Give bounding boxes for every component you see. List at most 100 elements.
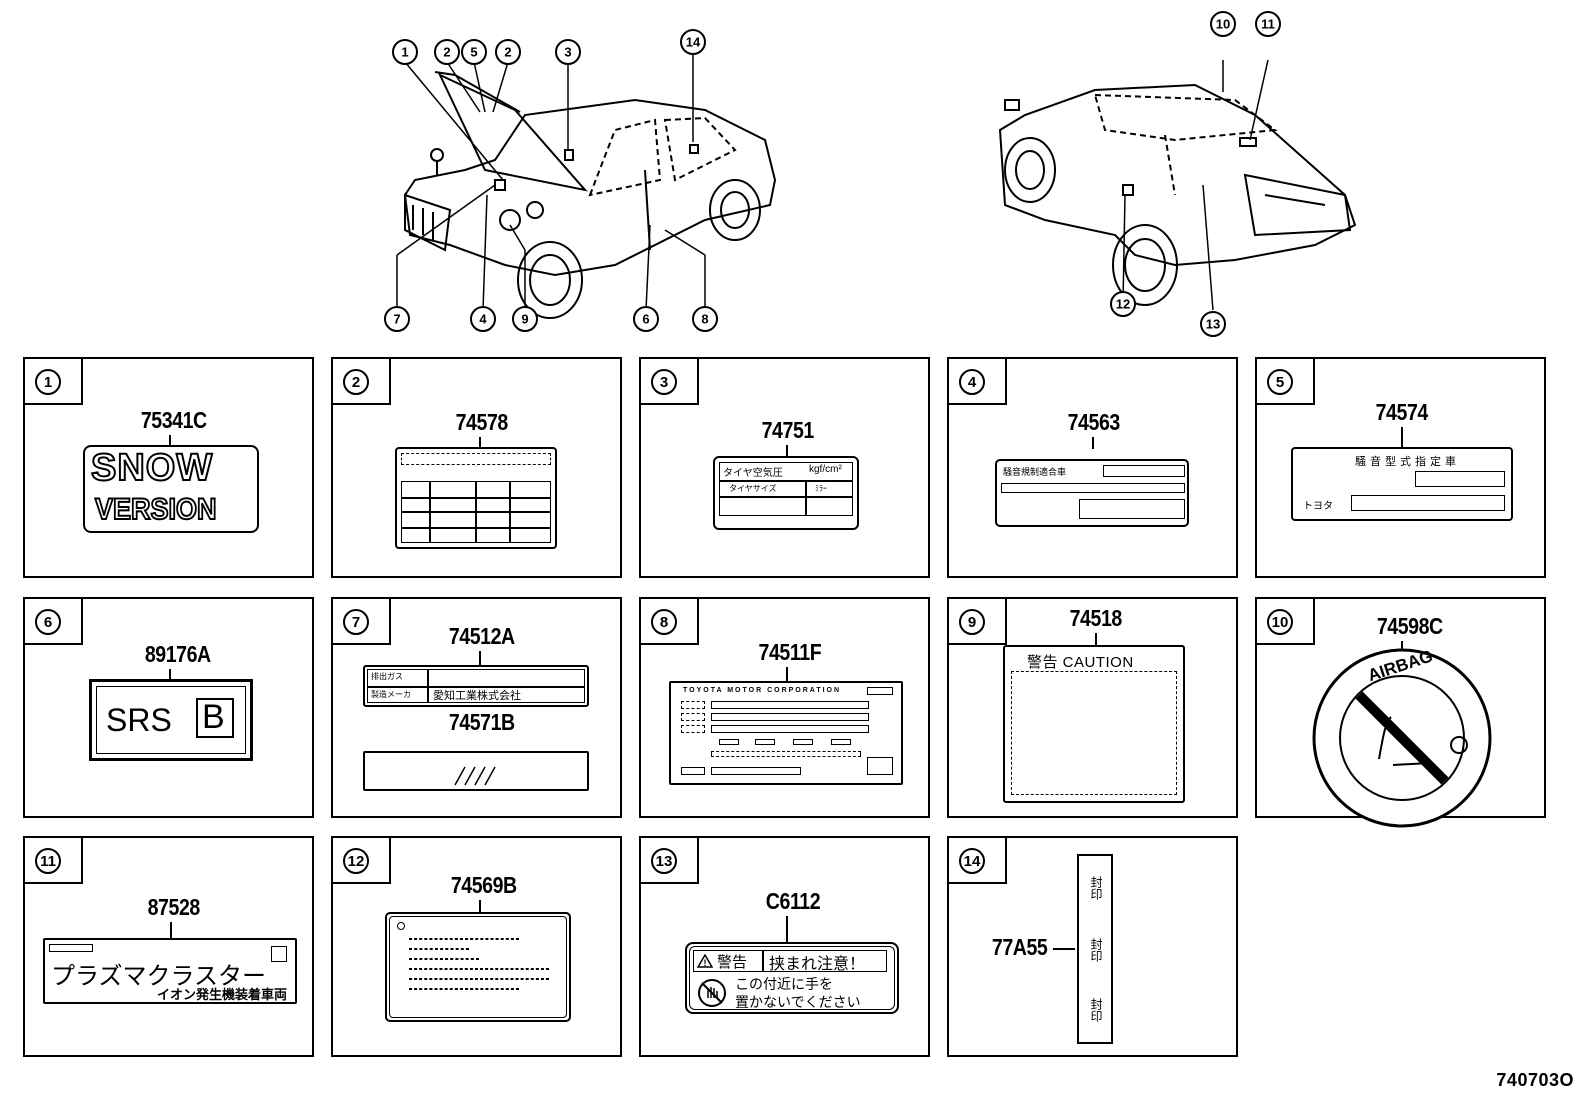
label-text: イオン発生機装着車両	[157, 987, 288, 1002]
label-text: ﾐﾗｰ	[815, 484, 827, 493]
part-code: 74512A	[448, 623, 515, 649]
callout-3: 3	[564, 45, 571, 60]
label-text: タイヤサイズ	[729, 484, 777, 493]
label-text: 製造メーカ	[371, 690, 411, 699]
label-text: トヨタ	[1303, 501, 1333, 512]
blank-label	[363, 751, 589, 791]
label-text: 騒音規制適合車	[1003, 467, 1067, 477]
part-code: 74598C	[1376, 613, 1443, 639]
label-text: B	[202, 698, 225, 736]
callout-10: 10	[1216, 17, 1230, 32]
part-code-b: 74571B	[448, 709, 515, 735]
panel-12: 12 74569B	[331, 836, 622, 1057]
panel-number: 6	[35, 609, 61, 635]
label-text: プラズマクラスター	[51, 963, 267, 990]
noise-regulation-label: 騒音規制適合車	[995, 459, 1189, 527]
car-front-illustration	[396, 52, 777, 319]
panel-6: 6 89176A SRS B	[23, 597, 314, 818]
part-code: 75341C	[140, 407, 207, 433]
callout-7: 7	[393, 312, 400, 327]
label-text: 封印	[1089, 876, 1103, 900]
panel-number: 13	[651, 848, 677, 874]
panel-3: 3 74751 タイヤ空気圧 kgf/cm² タイヤサイズ ﾐﾗｰ	[639, 357, 930, 578]
table-label	[395, 447, 557, 549]
panel-number: 5	[1267, 369, 1293, 395]
catalog-code: 740703O	[1496, 1070, 1574, 1090]
label-text: VERSION	[94, 492, 217, 527]
label-text: TOYOTA MOTOR CORPORATION	[683, 687, 842, 694]
no-hand-icon	[698, 979, 726, 1007]
panel-11: 11 87528 プラズマクラスター イオン発生機装着車両	[23, 836, 314, 1057]
panel-1: 1 75341C SNOW VERSION	[23, 357, 314, 578]
panel-14: 14 77A55 封印 封印 封印	[947, 836, 1238, 1057]
panel-13: 13 C6112 ! 警告 挟まれ注意！ この付近に手を 置かないでください	[639, 836, 930, 1057]
panel-number: 2	[343, 369, 369, 395]
label-text: 置かないでください	[735, 994, 861, 1010]
vin-plate-label: TOYOTA MOTOR CORPORATION	[669, 681, 903, 785]
callout-14: 14	[686, 35, 701, 50]
label-text: 封印	[1089, 998, 1103, 1022]
panel-number: 7	[343, 609, 369, 635]
caution-label: 警告 CAUTION	[1003, 645, 1185, 803]
airbag-warning-label: AIRBAG	[1312, 647, 1492, 828]
pinch-warning-label: ! 警告 挟まれ注意！ この付近に手を 置かないでください	[685, 942, 899, 1014]
panel-7: 7 74512A 排出ガス 製造メーカ 愛知工業株式会社 74571B	[331, 597, 622, 818]
snow-version-label: SNOW VERSION	[83, 445, 259, 533]
tire-pressure-label: タイヤ空気圧 kgf/cm² タイヤサイズ ﾐﾗｰ	[713, 456, 859, 530]
panel-number: 1	[35, 369, 61, 395]
callout-11: 11	[1261, 17, 1275, 32]
label-text: SRS	[106, 702, 172, 738]
hatch-icon	[454, 766, 496, 786]
noise-type-label: 騒音型式指定車 トヨタ	[1291, 447, 1513, 521]
label-text: 愛知工業株式会社	[433, 690, 521, 702]
panel-number: 8	[651, 609, 677, 635]
panel-10: 10 74598C AIRBAG	[1255, 597, 1546, 828]
panel-5: 5 74574 騒音型式指定車 トヨタ	[1255, 357, 1546, 578]
srs-label: SRS B	[89, 679, 253, 761]
panel-number: 9	[959, 609, 985, 635]
label-text: 排出ガス	[371, 672, 403, 681]
panel-number: 4	[959, 369, 985, 395]
label-text: 警告 CAUTION	[1027, 654, 1134, 671]
callout-2b: 2	[504, 45, 511, 60]
callout-1: 1	[401, 45, 408, 60]
svg-text:!: !	[704, 958, 707, 968]
part-code: 89176A	[144, 641, 211, 667]
callout-13: 13	[1206, 317, 1220, 332]
label-text: kgf/cm²	[809, 464, 842, 475]
part-code: 74511F	[758, 639, 822, 665]
panel-8: 8 74511F TOYOTA MOTOR CORPORATION	[639, 597, 930, 818]
callout-8: 8	[701, 312, 708, 327]
warning-triangle-icon: !	[697, 954, 713, 968]
label-text: タイヤ空気圧	[723, 468, 783, 479]
part-code: 87528	[147, 894, 201, 920]
panel-number: 11	[35, 848, 61, 874]
car-rear-illustration	[998, 59, 1357, 311]
panel-2: 2 74578	[331, 357, 622, 578]
label-text: 警告	[717, 954, 748, 971]
callout-9: 9	[521, 312, 528, 327]
part-code: 74751	[761, 417, 815, 443]
plasmacluster-label: プラズマクラスター イオン発生機装着車両	[43, 938, 297, 1004]
part-code: 74574	[1375, 399, 1429, 425]
label-text: 封印	[1089, 938, 1103, 962]
label-text: SNOW	[90, 446, 214, 490]
panel-number: 14	[959, 848, 985, 874]
part-code: C6112	[765, 888, 821, 914]
panel-number: 12	[343, 848, 369, 874]
panel-9: 9 74518 警告 CAUTION	[947, 597, 1238, 818]
label-text: 挟まれ注意！	[769, 956, 866, 973]
panel-number: 10	[1267, 609, 1293, 635]
part-code: 77A55	[991, 934, 1048, 960]
emission-label: 排出ガス 製造メーカ 愛知工業株式会社	[363, 665, 589, 707]
callout-2a: 2	[443, 45, 450, 60]
part-code: 74518	[1069, 605, 1123, 631]
callout-4: 4	[479, 312, 487, 327]
label-text: この付近に手を	[735, 976, 833, 992]
label-text: 騒音型式指定車	[1355, 456, 1460, 468]
panel-number: 3	[651, 369, 677, 395]
part-code: 74578	[455, 409, 509, 435]
panel-4: 4 74563 騒音規制適合車	[947, 357, 1238, 578]
callout-5: 5	[470, 45, 477, 60]
